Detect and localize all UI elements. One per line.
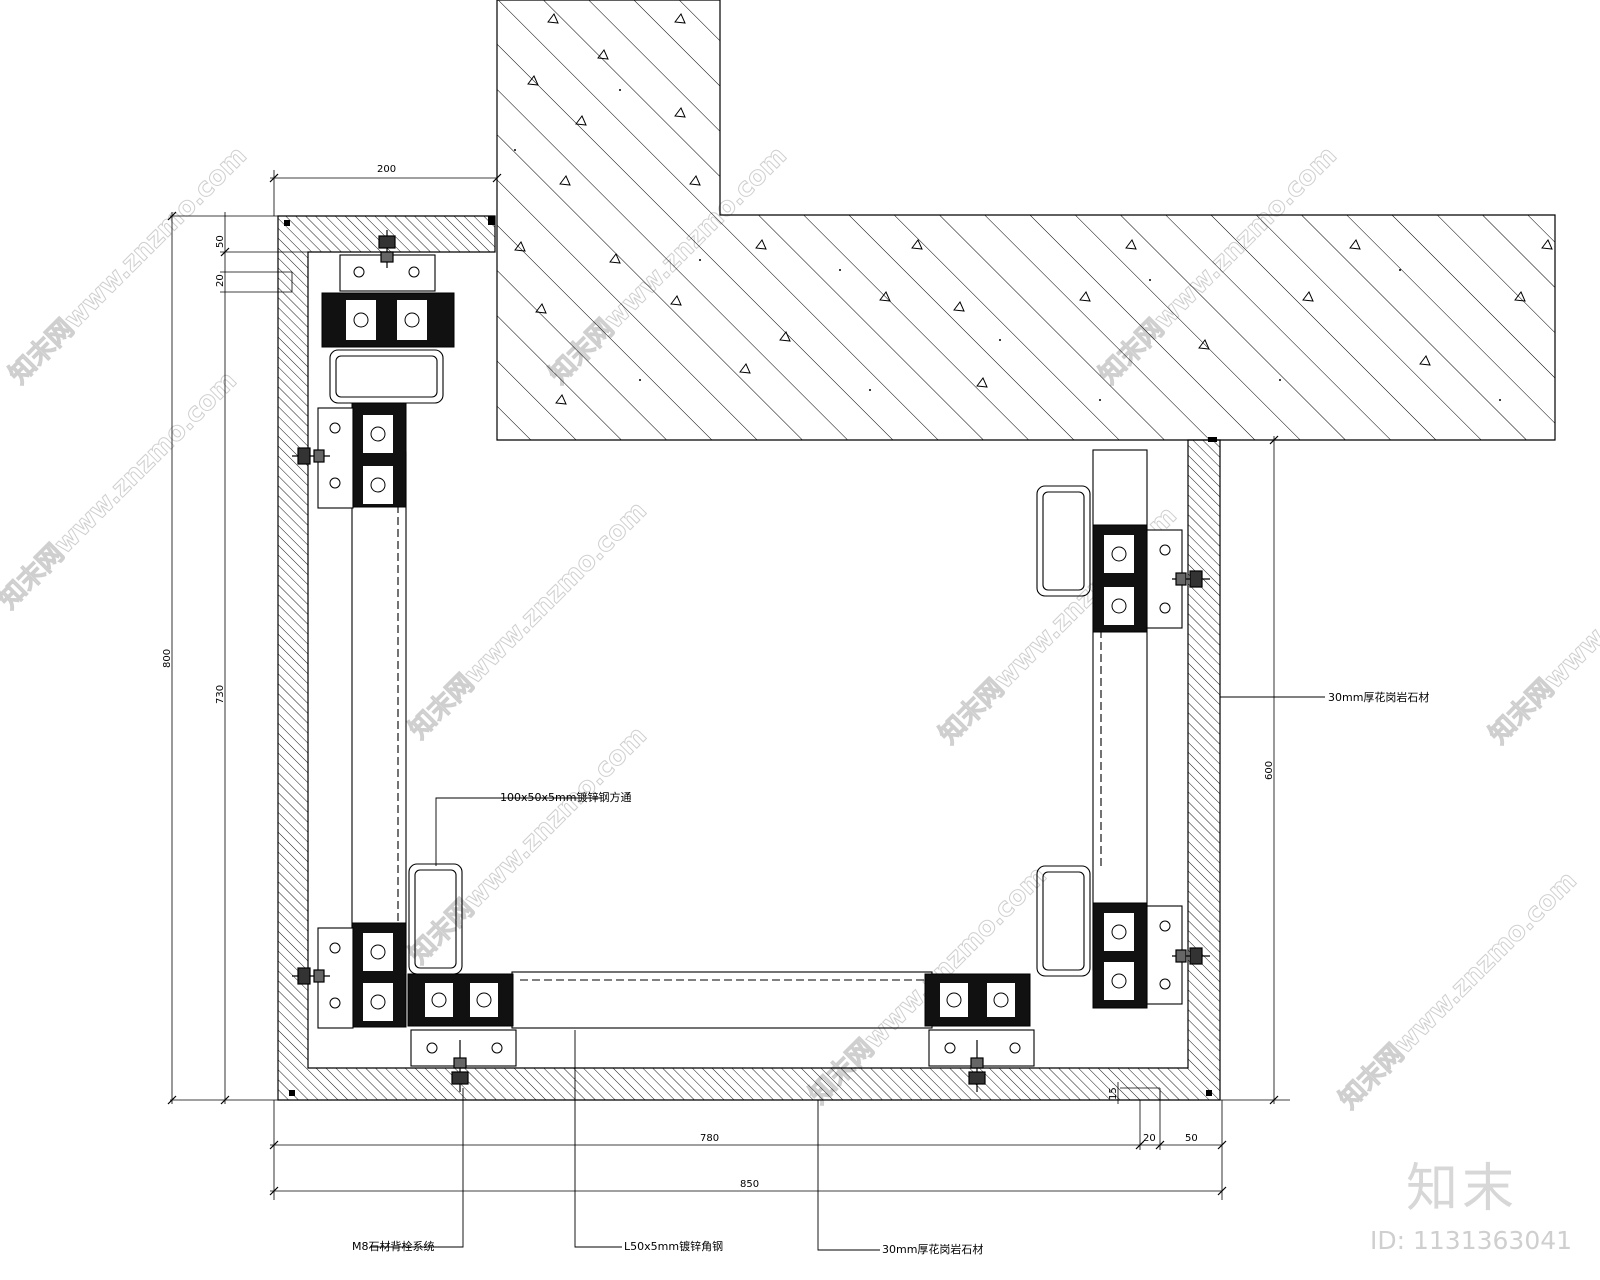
annotation-labels: 30mm厚花岗岩石材 100x50x5mm镀锌钢方通 M8石材背栓系统 L50x… — [352, 690, 1429, 1256]
leader-lines — [370, 696, 1325, 1251]
dimension-text: 730 — [215, 685, 226, 704]
anchor-blocks — [321, 292, 1148, 1028]
dimension-text: 50 — [215, 235, 226, 248]
image-id-watermark: ID: 1131363041 — [1370, 1226, 1573, 1255]
label-steel-tube: 100x50x5mm镀锌钢方通 — [500, 790, 631, 804]
dimension-text: 20 — [215, 274, 226, 287]
dimension-text: 50 — [1185, 1133, 1198, 1144]
watermark: 知末网www.znzmo.com — [4, 141, 253, 390]
dimension-text: 780 — [700, 1133, 719, 1144]
label-bolt-system: M8石材背栓系统 — [352, 1239, 435, 1253]
brand-watermark: 知末 — [1406, 1159, 1519, 1219]
watermark: 知末网www.znzmo.com — [1484, 501, 1600, 750]
dimension-text: 850 — [740, 1179, 759, 1190]
granite-stone-cladding — [277, 215, 1221, 1101]
watermark: 知末网www.znzmo.com — [1334, 866, 1583, 1115]
sealant-joints — [284, 216, 1217, 1096]
dimension-lines — [170, 170, 1290, 1200]
anchor-bolts — [292, 230, 1210, 1092]
watermark: 知末网www.znzmo.com — [404, 721, 653, 970]
label-angle-steel: L50x5mm镀锌角钢 — [624, 1239, 723, 1253]
dimension-text: 600 — [1264, 761, 1275, 780]
watermark: 知末网www.znzmo.com — [404, 496, 653, 745]
dimension-text: 20 — [1143, 1133, 1156, 1144]
label-stone-right: 30mm厚花岗岩石材 — [1328, 690, 1429, 704]
pendant-bolts — [329, 266, 1171, 1054]
label-stone-bottom: 30mm厚花岗岩石材 — [882, 1242, 983, 1256]
watermark: 知末网www.znzmo.com — [0, 366, 243, 615]
dimension-texts: 200 50 20 800 730 600 15 780 20 50 850 — [162, 164, 1275, 1190]
dimension-ticks — [167, 173, 1279, 1196]
concrete-structure — [496, 0, 1556, 441]
dimension-text: 800 — [162, 649, 173, 668]
dimension-text: 200 — [377, 164, 396, 175]
dimension-text: 15 — [1108, 1087, 1119, 1100]
